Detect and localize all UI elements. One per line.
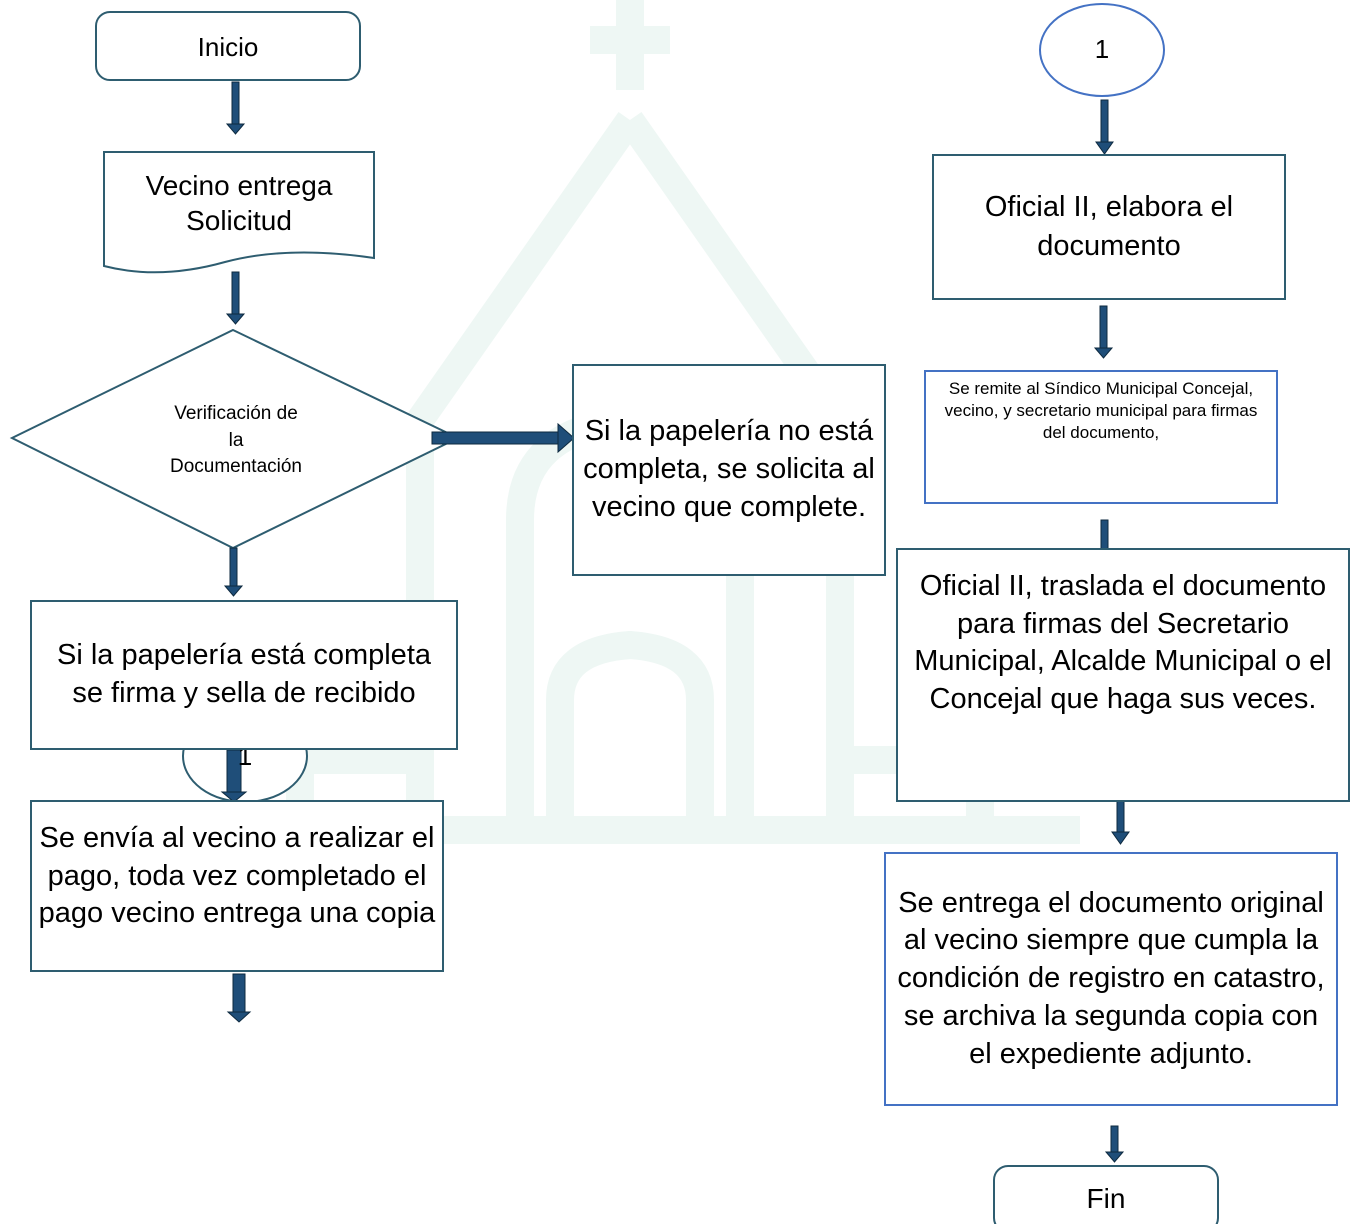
se-entrega-box: Se entrega el documento original al veci… — [884, 852, 1338, 1106]
fin-label: Fin — [1087, 1183, 1126, 1214]
arrow-inicio-to-vecino — [225, 81, 246, 135]
arrow-oficial-to-remite — [1093, 305, 1114, 359]
arrow-vecino-to-verificacion — [225, 271, 246, 325]
papeleria-incompleta-box: Si la papelería no está completa, se sol… — [572, 364, 886, 576]
oficial-elabora-box: Oficial II, elabora el documento — [932, 154, 1286, 300]
arrow-envia-to-connector-1 — [226, 973, 252, 1023]
vecino-entrega-document — [103, 151, 375, 274]
fin-terminal — [993, 1165, 1219, 1224]
verificacion-label: Verificación de la Documentación — [169, 403, 303, 478]
oficial-traslada-box: Oficial II, traslada el documento para f… — [896, 548, 1350, 802]
envia-pago-box: Se envía al vecino a realizar el pago, t… — [30, 800, 444, 972]
vecino-entrega-label: Vecino entrega Solicitud — [145, 170, 333, 236]
arrow-verificacion-to-completa — [223, 547, 244, 597]
arrow-connector-to-oficial — [1095, 99, 1114, 155]
inicio-terminal — [95, 11, 361, 81]
connector-1-top — [1039, 3, 1165, 97]
arrow-entrega-to-fin — [1104, 1125, 1125, 1163]
arrow-verificacion-to-incompleta — [431, 422, 575, 454]
papeleria-completa-box: Si la papelería está completa se firma y… — [30, 600, 458, 750]
connector-1-top-label: 1 — [1095, 34, 1109, 64]
se-remite-box: Se remite al Síndico Municipal Concejal,… — [924, 370, 1278, 504]
arrow-remite-to-traslada — [1100, 519, 1109, 551]
inicio-label: Inicio — [198, 32, 259, 62]
arrow-completa-to-envia — [220, 749, 248, 803]
